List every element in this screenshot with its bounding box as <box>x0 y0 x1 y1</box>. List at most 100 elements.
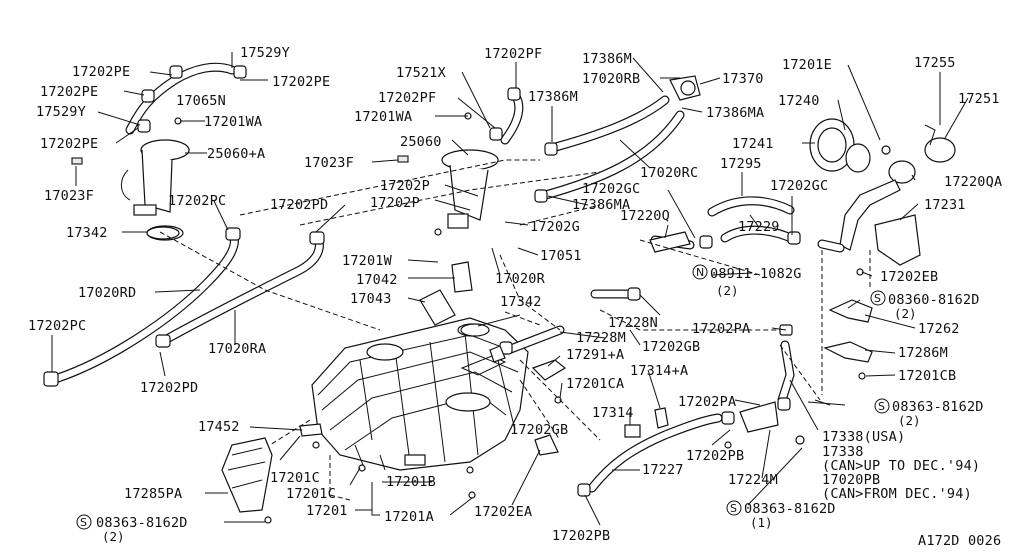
callout-17201w: 17201W <box>342 253 393 269</box>
callout-17529y-top: 17529Y <box>240 45 290 61</box>
parts-artwork <box>43 62 956 524</box>
callout-17370: 17370 <box>722 71 764 87</box>
callout-17220qa: 17220QA <box>944 174 1002 190</box>
callout-08911: N 08911-1082G (2) <box>692 264 802 298</box>
callout-17202pc-b: 17202PC <box>28 318 86 334</box>
callout-17020pb-can: (CAN>FROM DEC.'94) <box>822 486 972 502</box>
callout-17202gc-a: 17202GC <box>582 181 640 197</box>
callout-17295: 17295 <box>720 156 762 172</box>
callout-17202eb: 17202EB <box>880 269 938 285</box>
callout-17228n: 17228N <box>608 315 658 331</box>
callout-17042: 17042 <box>356 272 398 288</box>
callout-08363-a: S 08363-8162D (2) <box>874 398 983 428</box>
lower-right-hoses <box>577 324 805 497</box>
callout-08911-number: 08911-1082G <box>710 266 802 282</box>
callout-17201cb: 17201CB <box>898 368 956 384</box>
callout-17202pd-b: 17202PD <box>140 380 198 396</box>
callout-17020pb: 17020PB <box>822 472 880 488</box>
callout-17202pf-b: 17202PF <box>378 90 436 106</box>
s-symbol-letter: S <box>80 516 87 529</box>
callout-08360: S 08360-8162D (2) <box>870 290 980 321</box>
callout-17202pa-a: 17202PA <box>692 321 750 337</box>
callout-17229: 17229 <box>738 219 780 235</box>
evap-pipes <box>499 287 641 355</box>
callout-17023f-b: 17023F <box>304 155 354 171</box>
callout-17386ma-b: 17386MA <box>572 197 630 213</box>
callout-17220q: 17220Q <box>620 208 670 224</box>
callout-17342-a: 17342 <box>66 225 108 241</box>
callout-08360-number: 08360-8162D <box>888 292 980 308</box>
callout-17202pb-b: 17202PB <box>552 528 610 544</box>
callout-17043: 17043 <box>350 291 392 307</box>
callout-17202pd-a: 17202PD <box>270 197 328 213</box>
callout-17202pb-a: 17202PB <box>686 448 744 464</box>
callout-17202gc-b: 17202GC <box>770 178 828 194</box>
leader-lines <box>51 52 969 526</box>
callout-17240: 17240 <box>778 93 820 109</box>
s-symbol-letter: S <box>878 400 885 413</box>
callout-17231: 17231 <box>924 197 966 213</box>
vent-hoses <box>534 75 701 203</box>
callout-17201ca: 17201CA <box>566 376 624 392</box>
callout-17020rb: 17020RB <box>582 71 640 87</box>
s-symbol-letter: S <box>874 292 881 305</box>
callout-17386m-a: 17386M <box>582 51 632 67</box>
fuel-pump-module <box>397 87 524 337</box>
callout-17201wa-b: 17201WA <box>354 109 412 125</box>
callout-25060: 25060 <box>400 134 442 150</box>
callout-17202ea: 17202EA <box>474 504 532 520</box>
callout-17202p-b: 17202P <box>370 195 420 211</box>
center-clamps <box>312 345 669 499</box>
callout-17202gb-b: 17202GB <box>510 422 568 438</box>
n-symbol-icon <box>692 264 708 280</box>
heat-shield <box>221 423 323 524</box>
callout-17202pc-a: 17202PC <box>168 193 226 209</box>
callout-17202gb-a: 17202GB <box>642 339 700 355</box>
callout-17202pe-b: 17202PE <box>272 74 330 90</box>
callout-17255: 17255 <box>914 55 956 71</box>
callout-17338-can: (CAN>UP TO DEC.'94) <box>822 458 980 474</box>
filler-pipe <box>809 118 956 266</box>
diagram-code: A172D 0026 <box>918 533 1001 549</box>
callout-17291-a: 17291+A <box>566 347 624 363</box>
callout-17023f: 17023F <box>44 188 94 204</box>
callout-08363-b: S 08363-8162D (1) <box>726 500 836 530</box>
callout-17286m: 17286M <box>898 345 948 361</box>
fuel-tank <box>311 317 529 471</box>
callout-17285pa: 17285PA <box>124 486 182 502</box>
callout-17202pe-a: 17202PE <box>72 64 130 80</box>
s-symbol-icon <box>726 500 742 516</box>
callout-17202p-a: 17202P <box>380 178 430 194</box>
callout-25060-a: 25060+A <box>207 146 265 162</box>
hoses-left <box>43 62 325 387</box>
callout-08363-b-number: 08363-8162D <box>744 501 836 517</box>
callout-17338-usa: 17338(USA) <box>822 429 905 445</box>
pipe-17220q <box>649 231 691 253</box>
callout-17251: 17251 <box>958 91 1000 107</box>
callout-17201c-b: 17201C <box>286 486 336 502</box>
callout-08363-c: S 08363-8162D (2) <box>76 514 188 544</box>
callout-17201: 17201 <box>306 503 348 519</box>
callout-17202pa-b: 17202PA <box>678 394 736 410</box>
callout-08911-qty: (2) <box>716 283 739 298</box>
callout-08363-c-qty: (2) <box>102 529 125 544</box>
callout-17338: 17338 <box>822 444 864 460</box>
callout-17228m: 17228M <box>576 330 626 346</box>
callout-17020ra: 17020RA <box>208 341 266 357</box>
callout-17201wa: 17201WA <box>204 114 262 130</box>
callout-17201b: 17201B <box>386 474 436 490</box>
callout-17262: 17262 <box>918 321 960 337</box>
callout-17342-b: 17342 <box>500 294 542 310</box>
callout-17386m-b: 17386M <box>528 89 578 105</box>
callout-17065n: 17065N <box>176 93 226 109</box>
callout-labels: 17529Y 17202PE 17202PE 17202PE 17065N 17… <box>28 45 1002 549</box>
callout-17202pe-c: 17202PE <box>40 84 98 100</box>
callout-17529y-mid: 17529Y <box>36 104 86 120</box>
callout-17386ma-a: 17386MA <box>706 105 764 121</box>
callout-17201a: 17201A <box>384 509 434 525</box>
callout-17201c-a: 17201C <box>270 470 320 486</box>
callout-17020rd: 17020RD <box>78 285 136 301</box>
callout-17201e: 17201E <box>782 57 832 73</box>
callout-08363-c-number: 08363-8162D <box>96 515 188 531</box>
